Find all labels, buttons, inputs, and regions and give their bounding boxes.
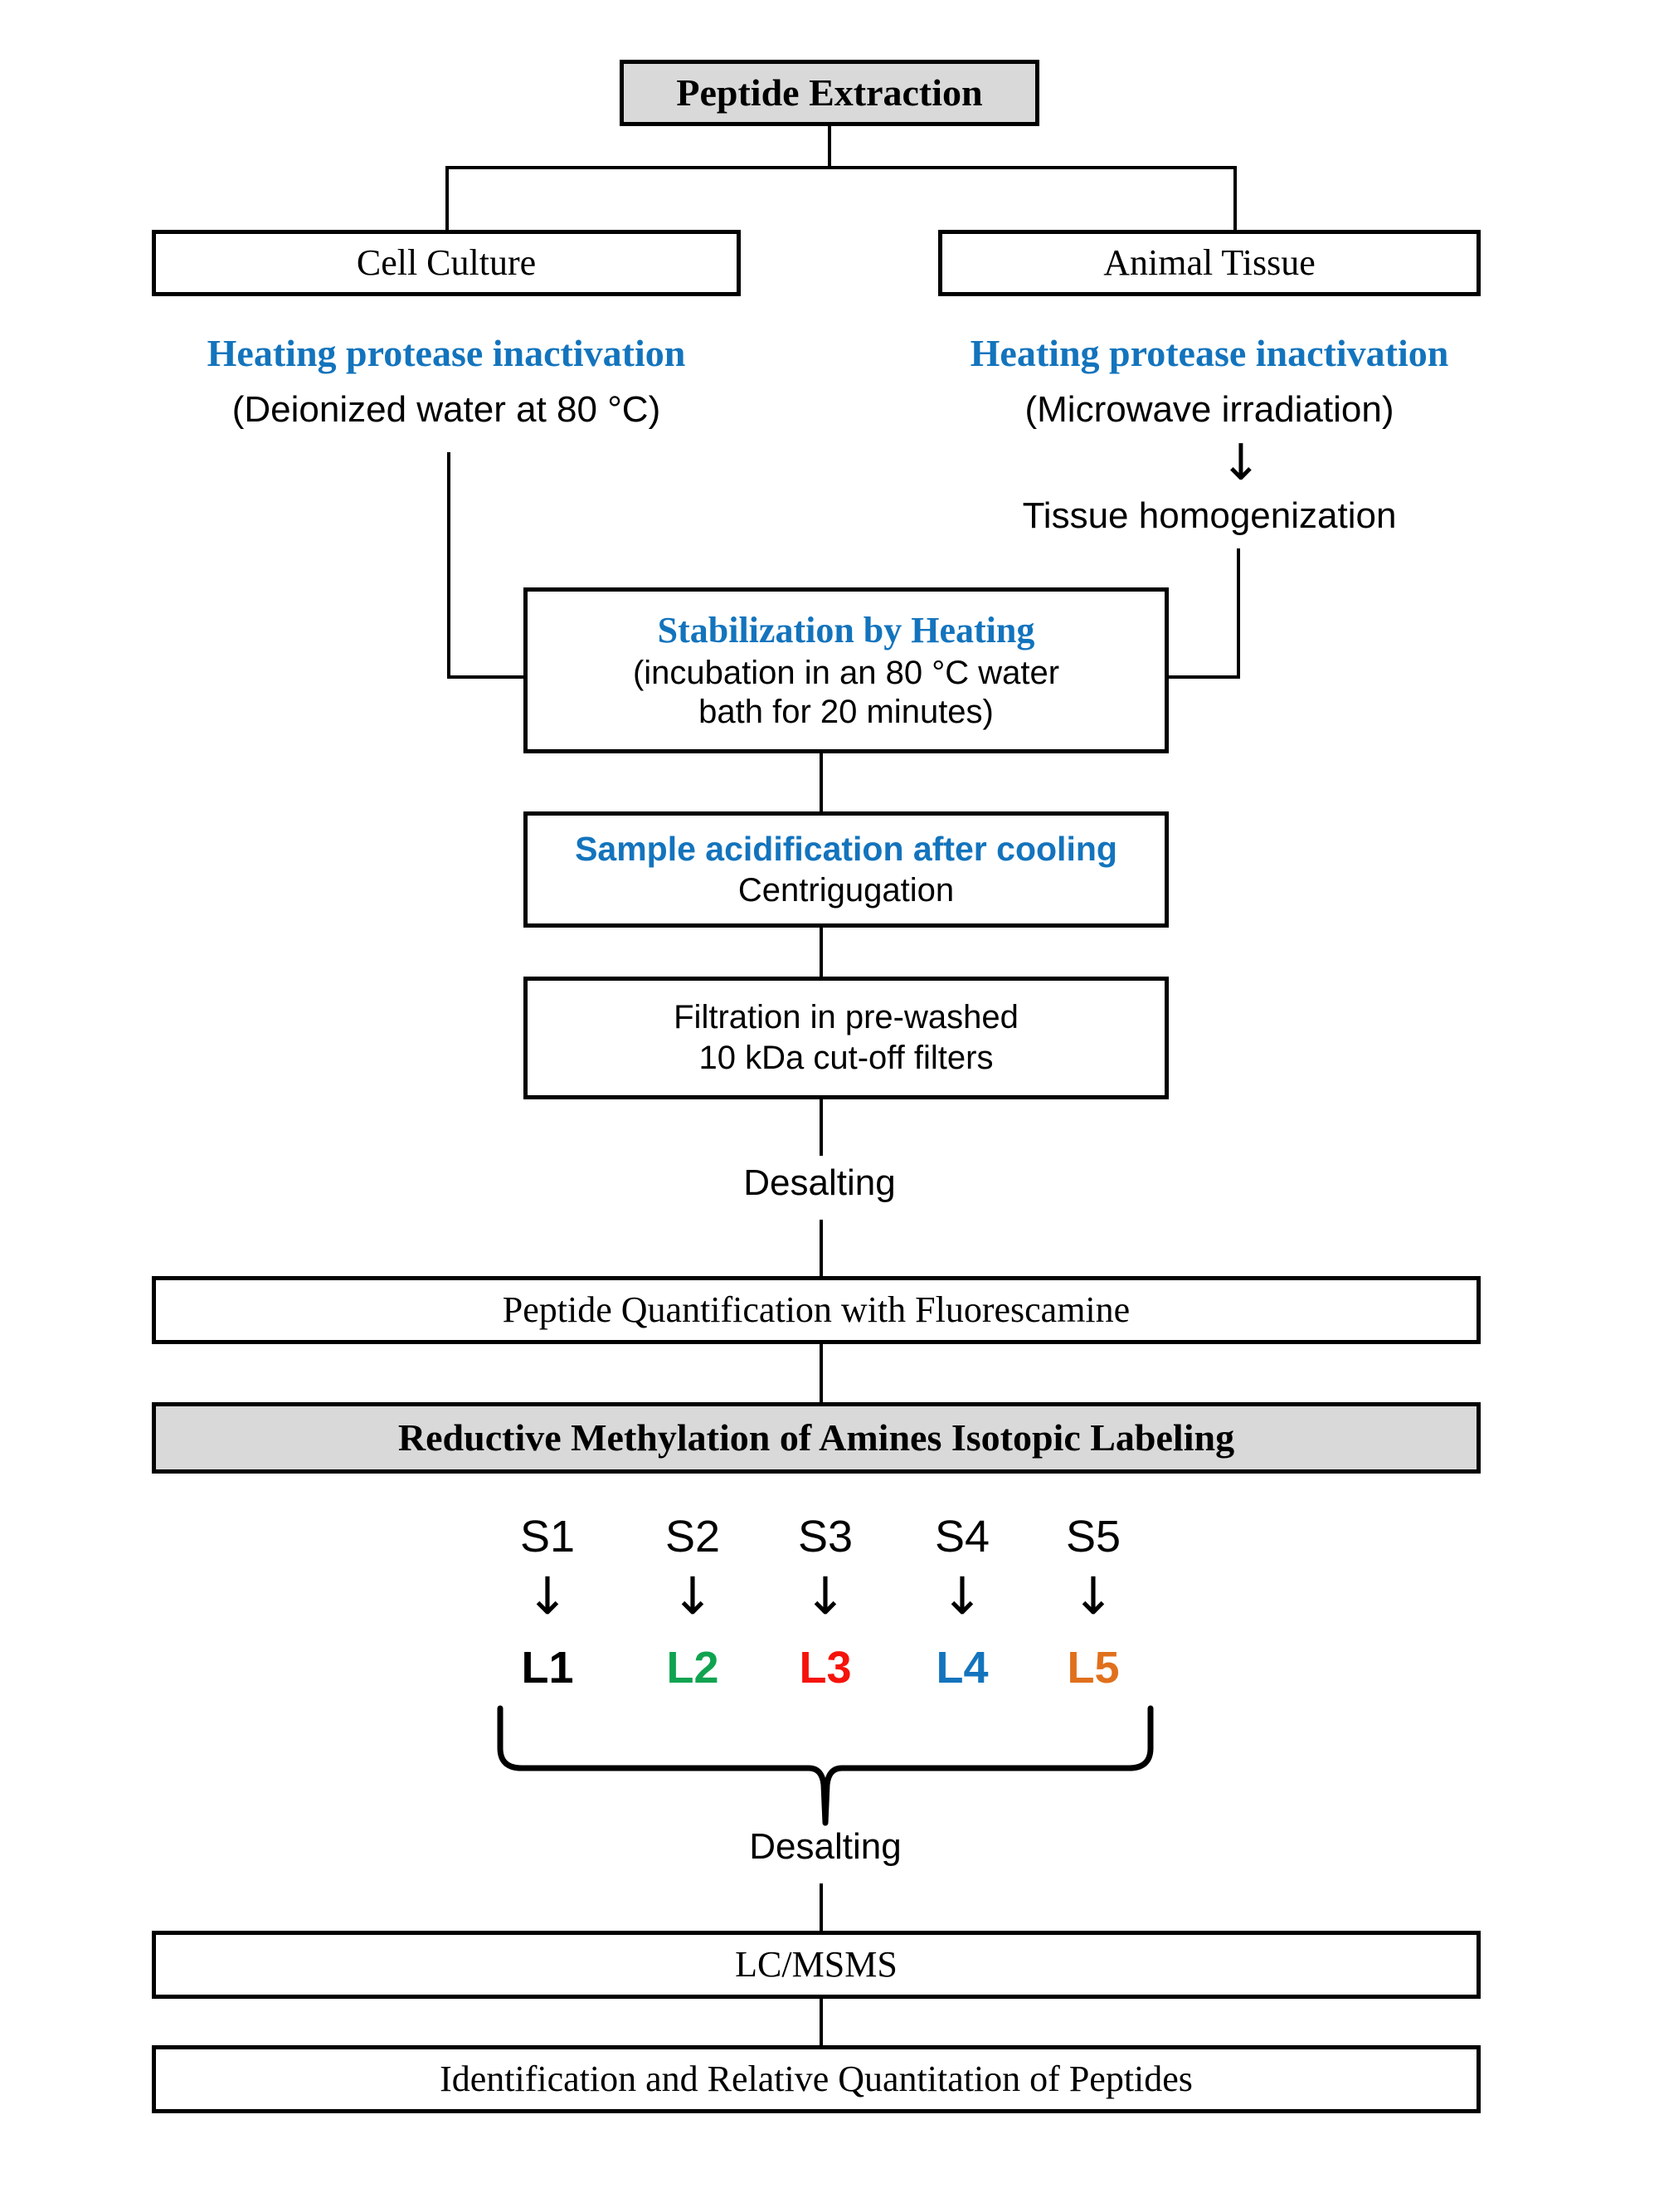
connector-split-bar: [445, 166, 1237, 169]
connector-desalting1-to-quantification: [820, 1220, 823, 1276]
label-desalting-1-text: Desalting: [743, 1162, 896, 1203]
label-isotope-l4: L4: [936, 1643, 989, 1693]
label-sample-s2: S2: [664, 1512, 721, 1562]
connector-quantification-to-methylation: [820, 1344, 823, 1402]
node-stabilization-line1: (incubation in an 80 °C water: [632, 654, 1060, 691]
label-desalting-2-text: Desalting: [749, 1826, 902, 1867]
label-sample-s5: S5: [1065, 1512, 1121, 1562]
node-filtration[interactable]: Filtration in pre-washed 10 kDa cut-off …: [523, 977, 1169, 1099]
label-desalting-1: Desalting: [654, 1162, 985, 1206]
connector-cellculture-into-stabilization: [447, 675, 527, 679]
node-stabilization-by-heating[interactable]: Stabilization by Heating (incubation in …: [523, 587, 1169, 753]
annotation-tissue-homogenization-text: Tissue homogenization: [1022, 495, 1397, 536]
annotation-tissue-homogenization: Tissue homogenization: [938, 495, 1481, 538]
annotation-animal-tissue-heating-title: Heating protease inactivation: [938, 330, 1481, 376]
node-peptide-extraction-label: Peptide Extraction: [676, 71, 983, 114]
annotation-cell-culture-heating-title-text: Heating protease inactivation: [207, 332, 686, 374]
connector-title-to-split: [828, 126, 831, 168]
connector-lcmsms-to-identification: [820, 1999, 823, 2045]
down-arrow-icon-s4-to-l4: ↓: [941, 1566, 984, 1626]
node-peptide-quantification[interactable]: Peptide Quantification with Fluorescamin…: [152, 1276, 1481, 1344]
connector-homogenization-into-stabilization: [1165, 675, 1240, 679]
node-identification-label: Identification and Relative Quantitation…: [440, 2059, 1193, 2100]
node-cell-culture[interactable]: Cell Culture: [152, 230, 741, 296]
node-sample-acidification[interactable]: Sample acidification after cooling Centr…: [523, 811, 1169, 928]
node-filtration-line1: Filtration in pre-washed: [674, 998, 1019, 1035]
node-lcmsms[interactable]: LC/MSMS: [152, 1931, 1481, 1999]
node-animal-tissue-label: Animal Tissue: [1103, 242, 1316, 284]
label-desalting-2: Desalting: [659, 1825, 991, 1869]
node-identification[interactable]: Identification and Relative Quantitation…: [152, 2045, 1481, 2113]
connector-homogenization-down: [1237, 548, 1240, 679]
label-sample-s4: S4: [934, 1512, 990, 1562]
node-reductive-methylation-label: Reductive Methylation of Amines Isotopic…: [397, 1415, 1235, 1459]
down-arrow-icon-s1-to-l1: ↓: [526, 1566, 569, 1626]
down-arrow-icon-s3-to-l3: ↓: [804, 1566, 847, 1626]
node-acidification-sub: Centrigugation: [737, 871, 955, 909]
pooling-brace-icon: [497, 1705, 1154, 1826]
annotation-cell-culture-heating-sub-text: (Deionized water at 80 °C): [231, 389, 661, 430]
node-reductive-methylation[interactable]: Reductive Methylation of Amines Isotopic…: [152, 1402, 1481, 1474]
down-arrow-icon-s2-to-l2: ↓: [671, 1566, 714, 1626]
node-filtration-line2: 10 kDa cut-off filters: [698, 1040, 994, 1076]
connector-stabilization-to-acidification: [820, 753, 823, 811]
node-stabilization-line2: bath for 20 minutes): [698, 693, 994, 730]
connector-desalting2-to-lcmsms: [820, 1883, 823, 1931]
down-arrow-icon-s5-to-l5: ↓: [1072, 1566, 1115, 1626]
node-cell-culture-label: Cell Culture: [356, 242, 537, 284]
connector-acidification-to-filtration: [820, 928, 823, 977]
connector-split-left: [445, 166, 449, 231]
label-isotope-l2: L2: [666, 1643, 719, 1693]
label-isotope-l1: L1: [521, 1643, 574, 1693]
connector-filtration-to-desalting1: [820, 1099, 823, 1156]
connector-cellculture-down: [447, 452, 450, 679]
label-isotope-l5: L5: [1067, 1643, 1120, 1693]
annotation-cell-culture-heating-title: Heating protease inactivation: [152, 330, 741, 376]
annotation-animal-tissue-heating-title-text: Heating protease inactivation: [970, 332, 1449, 374]
label-sample-s1: S1: [519, 1512, 576, 1562]
node-peptide-quantification-label: Peptide Quantification with Fluorescamin…: [502, 1289, 1131, 1331]
label-isotope-l3: L3: [799, 1643, 852, 1693]
annotation-animal-tissue-heating-sub: (Microwave irradiation): [938, 388, 1481, 432]
label-sample-s3: S3: [797, 1512, 854, 1562]
annotation-animal-tissue-heating-sub-text: (Microwave irradiation): [1024, 389, 1394, 430]
node-peptide-extraction[interactable]: Peptide Extraction: [620, 60, 1039, 126]
connector-split-right: [1233, 166, 1237, 231]
node-stabilization-title: Stabilization by Heating: [657, 609, 1035, 650]
node-acidification-title: Sample acidification after cooling: [575, 830, 1117, 869]
down-arrow-icon-microwave-to-homogenization: ↓: [1219, 434, 1262, 492]
node-lcmsms-label: LC/MSMS: [735, 1944, 898, 1985]
annotation-cell-culture-heating-sub: (Deionized water at 80 °C): [152, 388, 741, 432]
node-animal-tissue[interactable]: Animal Tissue: [938, 230, 1481, 296]
